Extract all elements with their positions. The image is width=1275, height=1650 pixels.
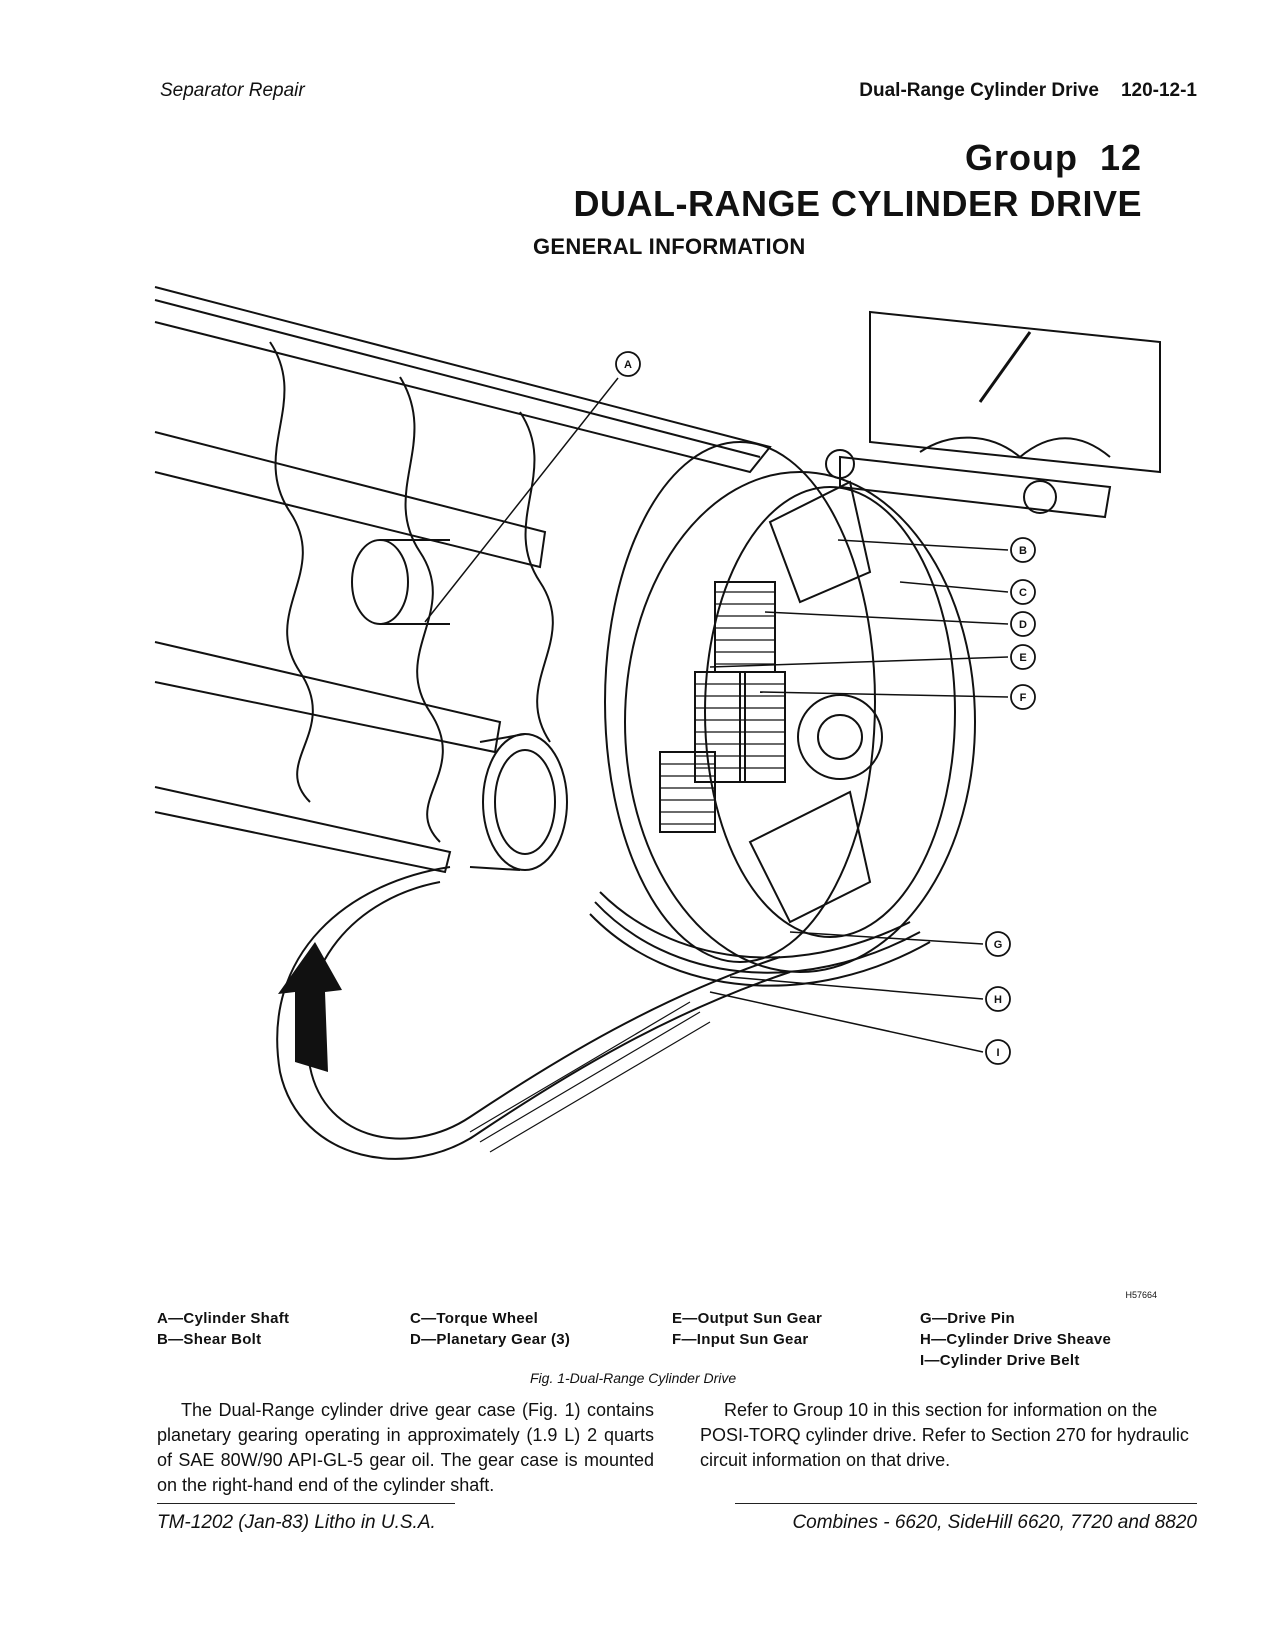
section-subtitle: GENERAL INFORMATION bbox=[533, 234, 806, 259]
footer-right: Combines - 6620, SideHill 6620, 7720 and… bbox=[792, 1512, 1197, 1533]
cylinder-drive-illustration: A B C D E F G H I bbox=[154, 286, 1161, 1160]
sun-gear-hub bbox=[797, 694, 883, 780]
legend-item: H—Cylinder Drive Sheave bbox=[920, 1331, 1112, 1348]
legend-item: D—Planetary Gear (3) bbox=[410, 1331, 571, 1348]
group-label: Group 12 bbox=[964, 137, 1142, 178]
legend-column-1: A—Cylinder Shaft B—Shear Bolt bbox=[157, 1308, 289, 1350]
cylinder-shaft bbox=[351, 539, 409, 625]
drive-belt bbox=[276, 866, 791, 1160]
callout-g: G bbox=[994, 939, 1003, 951]
page-title: DUAL-RANGE CYLINDER DRIVE bbox=[573, 183, 1142, 224]
callout-i: I bbox=[996, 1047, 999, 1059]
figure-caption: Fig. 1-Dual-Range Cylinder Drive bbox=[530, 1370, 737, 1386]
legend-item: C—Torque Wheel bbox=[410, 1310, 539, 1327]
body-paragraph-left: The Dual-Range cylinder drive gear case … bbox=[157, 1400, 654, 1495]
header-right: Dual-Range Cylinder Drive 120-12-1 bbox=[859, 80, 1197, 102]
callout-a: A bbox=[624, 359, 632, 371]
legend-item: G—Drive Pin bbox=[920, 1310, 1015, 1327]
callout-f: F bbox=[1020, 692, 1027, 704]
belt-direction-arrow bbox=[278, 942, 342, 1072]
torque-wheel bbox=[704, 486, 956, 938]
legend-item: F—Input Sun Gear bbox=[672, 1331, 809, 1348]
legend-column-4: G—Drive Pin H—Cylinder Drive Sheave I—Cy… bbox=[920, 1308, 1111, 1371]
footer-rule-left bbox=[157, 1503, 455, 1504]
legend-item: B—Shear Bolt bbox=[157, 1331, 262, 1348]
page-number: 120-12-1 bbox=[1120, 80, 1197, 101]
rasp-bar-bottom bbox=[154, 786, 452, 874]
callout-circle-f bbox=[1010, 684, 1036, 710]
legend-item: E—Output Sun Gear bbox=[672, 1310, 823, 1327]
callout-circle-h bbox=[985, 986, 1011, 1012]
callout-c: C bbox=[1019, 587, 1027, 599]
figure-code: H57664 bbox=[1125, 1290, 1157, 1300]
housing-block bbox=[869, 310, 1161, 474]
callout-circle-i bbox=[985, 1039, 1011, 1065]
legend-item: I—Cylinder Drive Belt bbox=[920, 1352, 1080, 1369]
cylinder-end-disc bbox=[604, 441, 876, 963]
body-paragraph-right: Refer to Group 10 in this section for in… bbox=[700, 1400, 1189, 1470]
callout-circle-b bbox=[1010, 537, 1036, 563]
rasp-bar-top bbox=[154, 286, 772, 474]
callout-circle-d bbox=[1010, 611, 1036, 637]
callout-e: E bbox=[1019, 652, 1026, 664]
legend-column-3: E—Output Sun Gear F—Input Sun Gear bbox=[672, 1308, 822, 1350]
drive-sheave-rim bbox=[599, 891, 911, 959]
callout-circle-a bbox=[615, 351, 641, 377]
gear-case-flange bbox=[624, 471, 976, 973]
callout-b: B bbox=[1019, 545, 1027, 557]
callout-h: H bbox=[994, 994, 1002, 1006]
callout-circle-g bbox=[985, 931, 1011, 957]
footer-left: TM-1202 (Jan-83) Litho in U.S.A. bbox=[157, 1512, 436, 1533]
footer-rule-right bbox=[735, 1503, 1197, 1504]
callout-circle-e bbox=[1010, 644, 1036, 670]
rasp-bar-lower bbox=[154, 641, 502, 754]
tension-spring bbox=[978, 331, 1032, 403]
callout-d: D bbox=[1019, 619, 1027, 631]
legend-item: A—Cylinder Shaft bbox=[157, 1310, 290, 1327]
header-left: Separator Repair bbox=[160, 80, 305, 101]
legend-column-2: C—Torque Wheel D—Planetary Gear (3) bbox=[410, 1308, 570, 1350]
callout-circle-c bbox=[1010, 579, 1036, 605]
header-section-title: Dual-Range Cylinder Drive bbox=[859, 80, 1099, 101]
rasp-bar-middle bbox=[154, 431, 547, 569]
